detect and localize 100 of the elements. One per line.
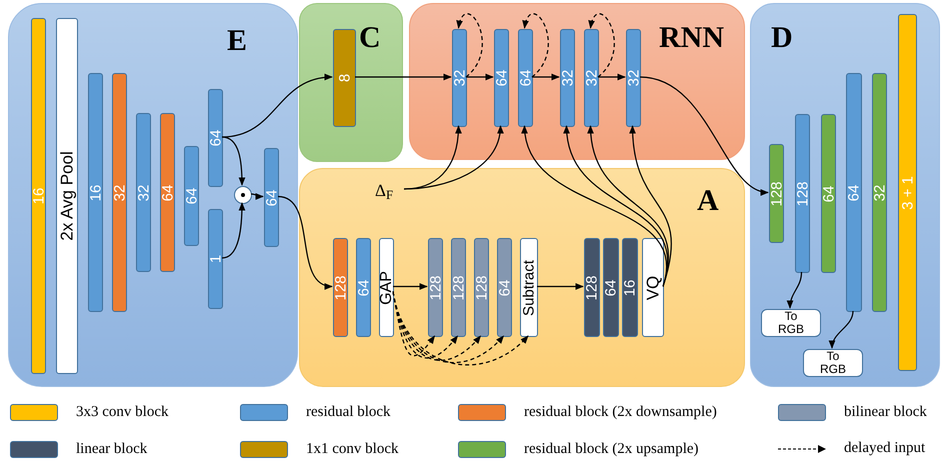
block-label: 64 (356, 279, 371, 296)
arrow (829, 310, 854, 349)
block-label: 64 (208, 130, 223, 146)
legend-label: bilinear block (844, 405, 927, 420)
block-label: 64 (264, 189, 279, 206)
block-label: 16 (622, 279, 638, 296)
legend-label: residual block (2x upsample) (524, 442, 699, 457)
panel-title: C (359, 23, 381, 53)
legend-label: residual block (2x downsample) (524, 405, 717, 420)
arrow (537, 283, 584, 290)
residual-block (88, 73, 103, 312)
legend-label: residual block (306, 405, 391, 420)
block-label: 128 (769, 180, 784, 206)
bilinear-block (474, 238, 489, 337)
block-label: 16 (31, 188, 46, 204)
residual-block (208, 89, 223, 187)
arrow (250, 192, 264, 200)
residual-block (184, 146, 199, 246)
conv1x1-block (333, 29, 356, 127)
arrow (404, 125, 504, 190)
block-label: 8 (337, 74, 352, 82)
block-label: 128 (474, 274, 489, 300)
block-label: 32 (584, 70, 599, 86)
encoder-panel (8, 3, 298, 387)
block-label: 1 (208, 254, 223, 264)
to-rgb-box (761, 309, 821, 337)
residual-block (626, 29, 641, 127)
arrow (355, 74, 452, 80)
residual-block (846, 73, 862, 312)
arrow (222, 136, 246, 186)
residual-block (518, 29, 533, 127)
residual-block (452, 29, 467, 127)
operation-block (520, 238, 538, 337)
arrow (787, 272, 802, 309)
linear-block (603, 238, 619, 337)
rnn-panel (409, 3, 745, 160)
arrow (393, 283, 428, 290)
arrow (640, 76, 769, 194)
downsample-block (112, 73, 127, 312)
linear-block (584, 238, 600, 337)
residual-block (264, 148, 279, 247)
operation-block (56, 18, 78, 374)
downsample-block (333, 238, 348, 337)
residual-block (494, 29, 509, 127)
block-label: To RGB (818, 350, 847, 376)
block-label: 16 (88, 184, 103, 201)
block-label: 64 (494, 70, 509, 86)
panel-title: D (771, 23, 793, 53)
block-label: 32 (872, 184, 887, 201)
block-label: 128 (451, 274, 466, 300)
delta-symbol: Δ$_{F}$ (375, 177, 405, 203)
dashed-arrow (523, 13, 549, 78)
module-panel (299, 168, 745, 387)
to-rgb-box (803, 349, 863, 377)
block-label: 64 (604, 279, 618, 296)
bilinear-block (451, 238, 466, 337)
conv3x3-block (31, 18, 46, 374)
block-label: 128 (333, 274, 348, 300)
block-label: 2x Avg Pool (58, 151, 76, 241)
panel-title: A (697, 186, 719, 216)
operation-block (379, 238, 394, 337)
legend-label: 1x1 conv block (306, 442, 398, 457)
block-label: VQ (644, 275, 662, 300)
legend-label: 3x3 conv block (76, 405, 168, 420)
block-label: 64 (821, 185, 836, 202)
block-label: 3 + 1 (900, 176, 915, 210)
bilinear-block (428, 238, 443, 337)
arrow (532, 74, 560, 80)
downsample-block (160, 113, 175, 272)
dashed-arrow (589, 13, 615, 78)
dashed-arrow (457, 13, 483, 78)
residual-block (208, 209, 223, 309)
arrow (278, 196, 333, 288)
block-label: 64 (184, 188, 199, 204)
panel-title: RNN (659, 23, 724, 53)
block-label: 64 (497, 279, 512, 296)
residual-block (136, 113, 151, 272)
dashed-arrow (392, 291, 529, 366)
block-label: 32 (112, 184, 127, 201)
conv3x3-block (898, 14, 917, 371)
arrow (222, 74, 333, 138)
block-label: 128 (428, 274, 443, 300)
block-label: 32 (136, 184, 151, 201)
arrow (598, 74, 626, 80)
block-label: 128 (795, 180, 810, 206)
block-label: Subtract (522, 260, 536, 316)
block-label: 32 (452, 70, 467, 86)
upsample-block (821, 114, 836, 273)
legend-label: linear block (76, 442, 148, 457)
block-label: GAP (378, 270, 394, 304)
block-label: To RGB (776, 310, 805, 336)
arrow (222, 202, 246, 259)
module-panel (299, 3, 403, 162)
decoder-panel (750, 3, 940, 387)
block-label: 64 (160, 184, 175, 201)
residual-block (560, 29, 575, 127)
operation-block (642, 238, 664, 337)
residual-block (356, 238, 371, 337)
block-label: 64 (846, 184, 862, 201)
upsample-block (872, 73, 887, 312)
